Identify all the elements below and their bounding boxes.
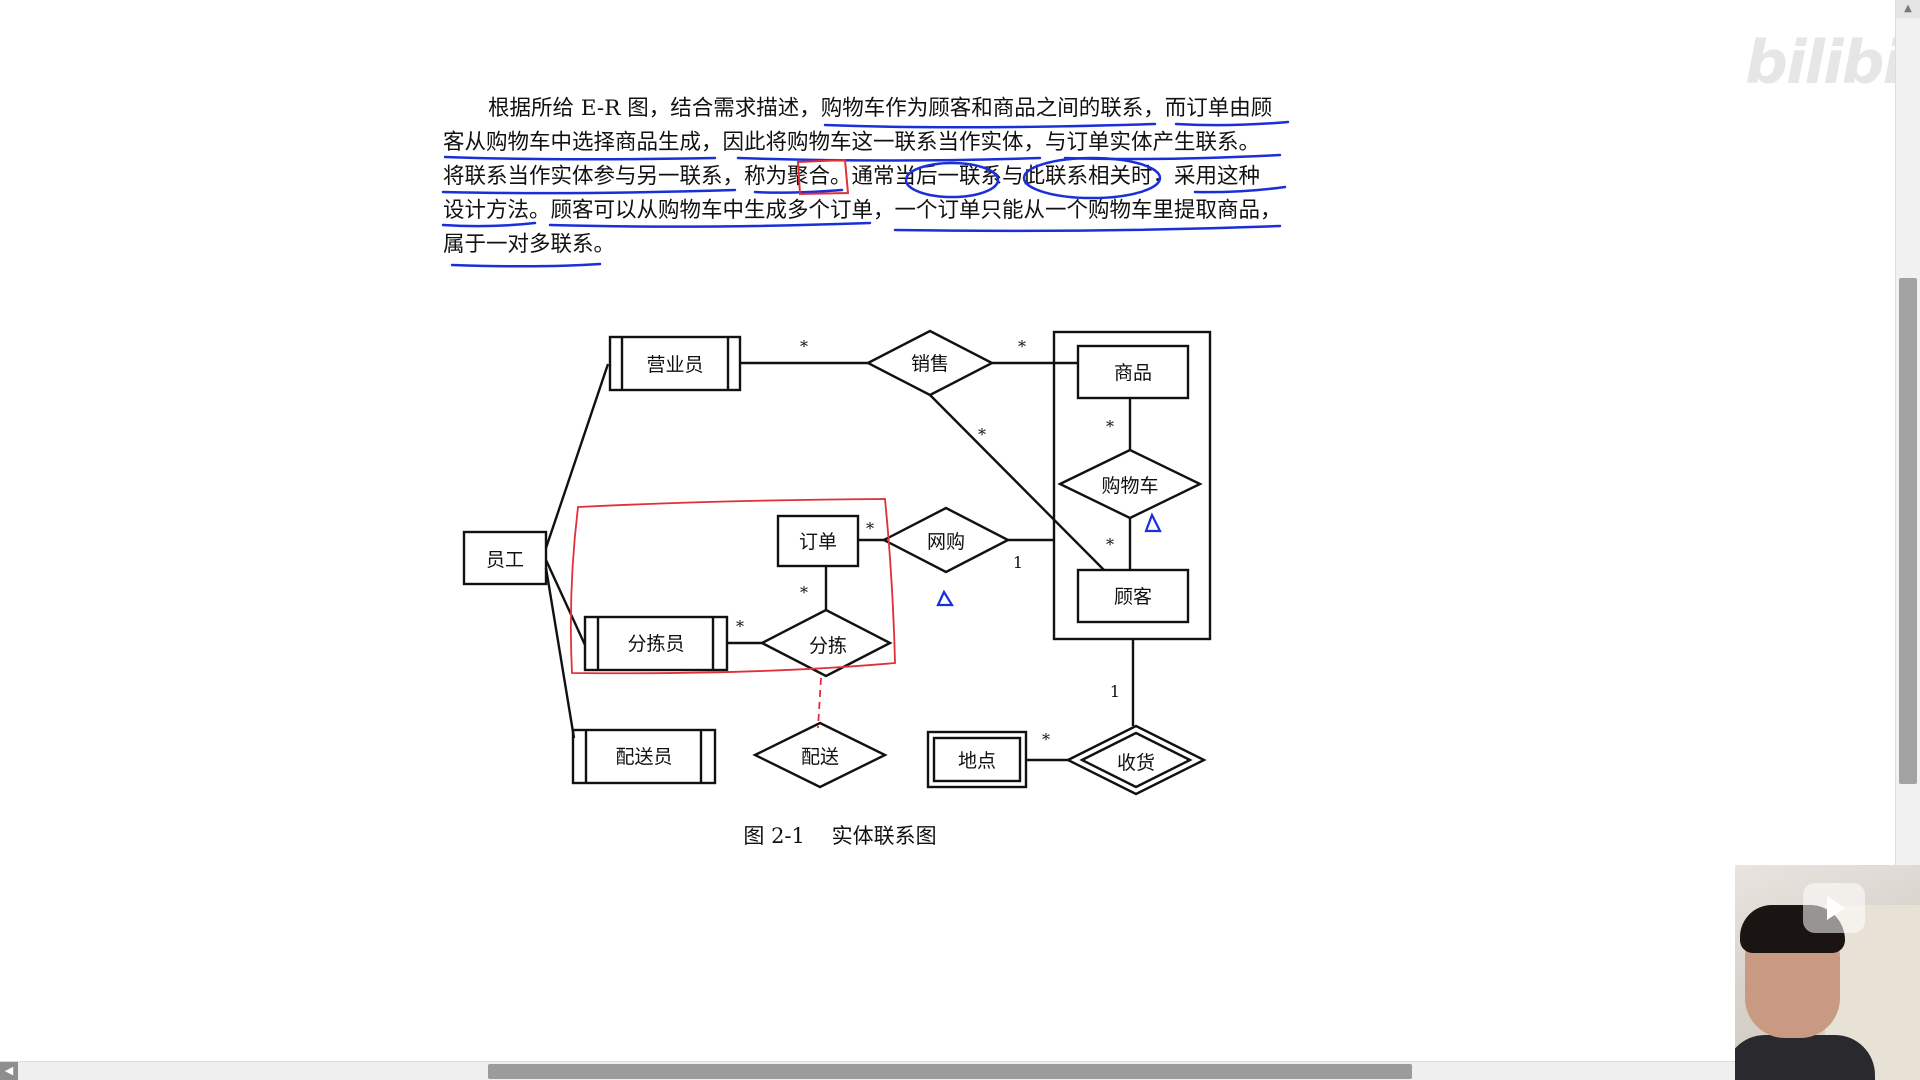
label-didian: 地点 [958, 750, 996, 772]
underline-annotation [893, 224, 1282, 233]
horizontal-scroll-thumb[interactable] [488, 1064, 1412, 1079]
label-fenjianyuan: 分拣员 [627, 633, 684, 655]
card-cart-goods: * [1106, 417, 1114, 436]
card-cart-customer: * [1106, 535, 1114, 554]
circle-annotation [1022, 156, 1162, 200]
label-xiaoshou: 销售 [911, 353, 949, 375]
label-yingyeyuan: 营业员 [646, 354, 703, 376]
underline-annotation [441, 188, 737, 195]
scroll-up-icon[interactable]: ▲ [1896, 0, 1920, 18]
line-staff-peisong [544, 567, 576, 739]
card-fenjian-order: * [800, 583, 808, 602]
underline-annotation [1193, 185, 1287, 194]
relationship-peisong [752, 721, 888, 789]
label-fenjian: 分拣 [809, 635, 847, 657]
relationship-xiaoshou [865, 329, 995, 397]
entity-yingyeyuan [608, 335, 742, 392]
card-sale-customer: * [978, 425, 986, 444]
scroll-left-icon[interactable]: ◀ [0, 1062, 18, 1080]
aggregation-box [1052, 330, 1212, 641]
paragraph-line: 根据所给 E-R 图，结合需求描述，购物车作为顾客和商品之间的联系，而订单由顾 [488, 96, 1273, 121]
label-gouwuche: 购物车 [1101, 475, 1158, 497]
paragraph-line: 设计方法。顾客可以从购物车中生成多个订单，一个订单只能从一个购物车里提取商品， [443, 198, 1282, 223]
label-peisongyuan: 配送员 [615, 746, 672, 768]
relationship-gouwuche [1057, 448, 1203, 520]
underline-annotation [548, 221, 872, 228]
triangle-mark [1144, 512, 1162, 533]
entity-shangpin [1076, 344, 1190, 400]
bilibili-watermark: bilibili [1745, 28, 1920, 98]
label-guke: 顾客 [1114, 586, 1152, 608]
underline-annotation [443, 155, 717, 161]
underline-annotation [753, 188, 844, 194]
line-xiaoshou-guke [929, 394, 1105, 571]
card-fenjian-staff: * [736, 617, 744, 636]
label-dingdan: 订单 [799, 531, 837, 553]
blue-marks [936, 512, 1162, 607]
card-receive-place: * [1042, 730, 1050, 749]
label-shouhuo: 收货 [1117, 752, 1155, 774]
paragraph-line: 属于一对多联系。 [443, 232, 616, 257]
circle-annotation [904, 161, 1000, 199]
entity-dingdan [776, 514, 860, 568]
red-annotations [569, 498, 896, 729]
line-staff-yingye [544, 363, 610, 549]
red-dashed-link [817, 677, 822, 729]
underline-annotation [450, 262, 602, 268]
play-icon[interactable] [1803, 883, 1865, 933]
label-yuangong: 员工 [486, 549, 524, 571]
entity-yuangong [462, 530, 548, 586]
paragraph-line: 客从购物车中选择商品生成，因此将购物车这一联系当作实体，与订单实体产生联系。 [443, 130, 1261, 155]
entity-peisongyuan [571, 728, 717, 785]
vertical-scroll-thumb[interactable] [1899, 278, 1917, 784]
card-receive-customer: 1 [1110, 682, 1120, 701]
triangle-mark [936, 589, 954, 607]
horizontal-scrollbar[interactable]: ◀ [0, 1061, 1920, 1080]
paragraph-line: 将联系当作实体参与另一联系，称为聚合。通常当后一联系与此联系相关时，采用这种 [443, 164, 1261, 189]
entity-didian [926, 730, 1028, 789]
figure-caption: 图 2-1 实体联系图 [743, 824, 936, 848]
underline-annotation [736, 156, 1042, 162]
document-paragraph: 根据所给 E-R 图，结合需求描述，购物车作为顾客和商品之间的联系，而订单由顾 … [443, 92, 1293, 262]
webcam-overlay [1735, 865, 1920, 1080]
relationship-fenjian [759, 608, 893, 678]
red-selection-box [569, 498, 896, 675]
entity-fenjianyuan [583, 615, 729, 672]
relationship-wanggou [881, 506, 1011, 574]
card-sale-staff: * [800, 337, 808, 356]
underline-annotation [823, 122, 1157, 129]
text-annotations [441, 120, 1290, 268]
entity-guke [1076, 568, 1190, 624]
underline-annotation [441, 221, 537, 228]
line-staff-fenjian [544, 559, 587, 646]
webcam-person-shirt [1735, 1035, 1875, 1080]
card-wanggou-order: * [866, 519, 874, 538]
card-sale-goods: * [1018, 337, 1026, 356]
card-wanggou-cart: 1 [1013, 553, 1023, 572]
underline-annotation [1174, 120, 1290, 127]
circle-annotation [796, 158, 850, 196]
label-wanggou: 网购 [927, 531, 965, 553]
label-peisong: 配送 [801, 746, 839, 768]
label-shangpin: 商品 [1114, 362, 1152, 384]
relationship-shouhuo [1065, 724, 1207, 796]
